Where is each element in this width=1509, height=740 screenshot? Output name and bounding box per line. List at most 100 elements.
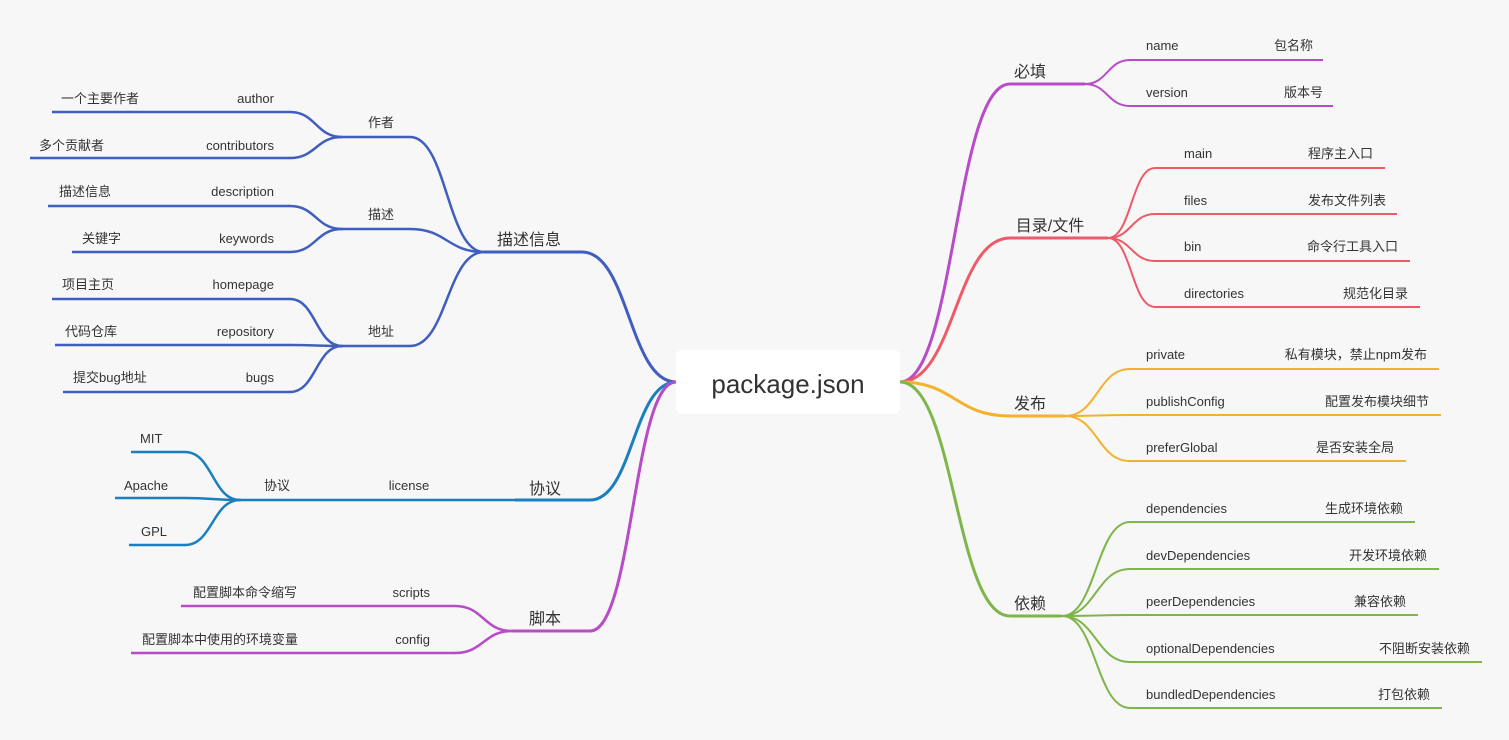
describe-key-description: description: [211, 184, 274, 199]
root-node[interactable]: package.json: [676, 350, 900, 414]
deps-key-dependencies: dependencies: [1146, 501, 1227, 516]
edge-describe-item: [288, 227, 344, 254]
license-gpl: GPL: [141, 524, 167, 539]
edge-root-license: [588, 380, 678, 502]
branch-publish[interactable]: 发布 private 私有模块，禁止npm发布 publishConfig 配置…: [1014, 347, 1429, 455]
required-key-version: version: [1146, 85, 1188, 100]
edge-scripts-item: [453, 604, 514, 633]
describe-key-author: author: [237, 91, 275, 106]
edge-describe-group: [408, 250, 486, 348]
edge-root-required: [898, 82, 1012, 384]
publish-key-publishconfig: publishConfig: [1146, 394, 1225, 409]
edge-root-scripts: [588, 380, 678, 633]
describe-desc-repository: 代码仓库: [65, 324, 117, 339]
branch-dirs[interactable]: 目录/文件 main 程序主入口 files 发布文件列表 bin 命令行工具入…: [1016, 146, 1408, 301]
dirs-key-main: main: [1184, 146, 1212, 161]
deps-desc-bundleddependencies: 打包依赖: [1378, 687, 1430, 702]
branch-dirs-label: 目录/文件: [1016, 217, 1084, 235]
group-describe-label: 描述: [368, 207, 394, 222]
scripts-desc-scripts: 配置脚本命令缩写: [193, 585, 297, 600]
branch-required[interactable]: 必填 name 包名称 version 版本号: [1014, 38, 1323, 100]
dirs-desc-main: 程序主入口: [1308, 146, 1373, 161]
edge-root-publish: [898, 380, 1012, 418]
edge-describe-item: [288, 135, 344, 160]
edge-describe-group: [408, 227, 486, 254]
dirs-desc-bin: 命令行工具入口: [1307, 239, 1398, 254]
branch-describe-label: 描述信息: [497, 231, 561, 249]
deps-key-optionaldependencies: optionalDependencies: [1146, 641, 1275, 656]
root-node-label: package.json: [711, 369, 864, 399]
branch-scripts[interactable]: 脚本 scripts 配置脚本命令缩写 config 配置脚本中使用的环境变量: [142, 585, 561, 647]
edge-root-dirs: [898, 236, 1012, 384]
edge-deps-item: [1061, 614, 1131, 617]
dirs-desc-files: 发布文件列表: [1308, 193, 1386, 208]
required-key-name: name: [1146, 38, 1179, 53]
branch-required-label: 必填: [1014, 63, 1046, 81]
dirs-key-directories: directories: [1184, 286, 1244, 301]
license-group-label: 协议: [264, 478, 290, 493]
edge-dirs-item: [1107, 167, 1156, 239]
publish-key-private: private: [1146, 347, 1185, 362]
describe-desc-contributors: 多个贡献者: [39, 138, 104, 153]
edge-describe-item: [288, 110, 344, 139]
branch-license[interactable]: 协议 license 协议 MIT Apache GPL: [124, 431, 561, 539]
required-desc-version: 版本号: [1284, 85, 1323, 100]
edge-deps-item: [1061, 615, 1131, 663]
edge-scripts-item: [453, 629, 514, 655]
license-key: license: [389, 478, 429, 493]
dirs-desc-directories: 规范化目录: [1343, 286, 1408, 301]
scripts-key-scripts: scripts: [392, 585, 430, 600]
branch-deps-label: 依赖: [1014, 595, 1046, 613]
branch-publish-label: 发布: [1014, 395, 1046, 413]
branch-describe[interactable]: 描述信息 作者 描述 地址 author 一个主要作者 contributors…: [39, 91, 561, 385]
branch-deps[interactable]: 依赖 dependencies 生成环境依赖 devDependencies 开…: [1014, 501, 1470, 702]
describe-desc-homepage: 项目主页: [62, 277, 114, 292]
deps-desc-devdependencies: 开发环境依赖: [1349, 548, 1427, 563]
publish-desc-private: 私有模块，禁止npm发布: [1285, 347, 1427, 362]
describe-desc-bugs: 提交bug地址: [73, 370, 147, 385]
license-apache: Apache: [124, 478, 168, 493]
publish-desc-preferglobal: 是否安装全局: [1316, 440, 1394, 455]
publish-key-preferglobal: preferGlobal: [1146, 440, 1218, 455]
edge-describe-item: [288, 204, 344, 231]
edge-required-item: [1084, 59, 1131, 85]
group-address-label: 地址: [368, 324, 394, 339]
describe-desc-keywords: 关键字: [82, 231, 121, 246]
edge-publish-item: [1064, 368, 1131, 417]
deps-key-peerdependencies: peerDependencies: [1146, 594, 1256, 609]
deps-key-devdependencies: devDependencies: [1146, 548, 1251, 563]
edge-dirs-item: [1107, 213, 1156, 239]
edge-dirs-item: [1107, 237, 1156, 308]
describe-key-bugs: bugs: [246, 370, 275, 385]
edge-license-item: [183, 498, 242, 547]
root-node-box: [676, 350, 900, 414]
describe-desc-author: 一个主要作者: [61, 91, 139, 106]
describe-key-keywords: keywords: [219, 231, 274, 246]
edge-required-item: [1084, 83, 1131, 107]
edge-root-describe: [580, 250, 678, 384]
edge-describe-item: [288, 344, 344, 394]
deps-desc-dependencies: 生成环境依赖: [1325, 501, 1403, 516]
license-mit: MIT: [140, 431, 162, 446]
dirs-key-files: files: [1184, 193, 1208, 208]
edge-license-item: [183, 450, 242, 502]
edge-describe-item: [288, 343, 344, 348]
edge-publish-item: [1064, 414, 1131, 417]
edge-describe-group: [408, 135, 486, 254]
dirs-key-bin: bin: [1184, 239, 1201, 254]
deps-key-bundleddependencies: bundledDependencies: [1146, 687, 1276, 702]
describe-key-repository: repository: [217, 324, 275, 339]
edge-root-deps: [898, 380, 1012, 618]
required-desc-name: 包名称: [1274, 38, 1313, 53]
edge-describe-item: [288, 297, 344, 348]
branch-license-label: 协议: [529, 480, 561, 498]
deps-desc-optionaldependencies: 不阻断安装依赖: [1379, 641, 1470, 656]
describe-key-homepage: homepage: [213, 277, 274, 292]
edge-deps-item: [1061, 521, 1131, 617]
connector-layer: [30, 59, 1482, 709]
describe-key-contributors: contributors: [206, 138, 274, 153]
edge-publish-item: [1064, 415, 1131, 462]
group-author-label: 作者: [368, 115, 394, 130]
scripts-desc-config: 配置脚本中使用的环境变量: [142, 632, 298, 647]
